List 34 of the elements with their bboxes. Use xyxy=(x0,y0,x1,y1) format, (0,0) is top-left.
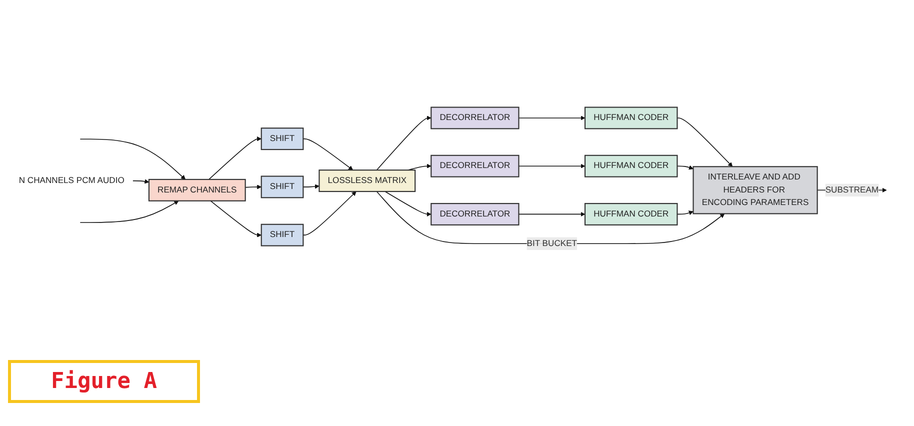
arrow xyxy=(518,116,586,121)
node-box: SHIFT xyxy=(260,128,304,150)
arrow xyxy=(676,118,733,168)
arrow xyxy=(244,184,262,190)
node-box: LOSSLESS MATRIX xyxy=(318,170,416,192)
arrow xyxy=(376,191,725,244)
arrow xyxy=(376,116,432,171)
arrow xyxy=(132,179,150,184)
arrow xyxy=(302,184,320,190)
node-box: DECORRELATOR xyxy=(430,155,520,178)
node-box: HUFFMAN CODER xyxy=(584,107,678,130)
node-box: SHIFT xyxy=(260,176,304,199)
figure-title: Figure A xyxy=(8,360,200,403)
arrow xyxy=(302,138,354,171)
arrow xyxy=(80,200,179,224)
arrow xyxy=(210,200,262,238)
arrow xyxy=(80,139,186,180)
arrow xyxy=(208,136,262,180)
arrow xyxy=(676,210,694,216)
edge-label: BIT BUCKET xyxy=(526,239,578,248)
arrow xyxy=(302,192,356,236)
arrow xyxy=(518,212,586,217)
arrow xyxy=(384,191,432,217)
node-text: N CHANNELS PCM AUDIO xyxy=(18,176,124,186)
node-box: REMAP CHANNELS xyxy=(148,179,246,202)
edge-label: SUBSTREAM xyxy=(825,186,879,195)
node-box: HUFFMAN CODER xyxy=(584,203,678,226)
node-box: HUFFMAN CODER xyxy=(584,155,678,178)
arrow xyxy=(518,164,586,169)
node-box: SHIFT xyxy=(260,224,304,247)
node-box: DECORRELATOR xyxy=(430,107,520,130)
arrow xyxy=(676,166,694,170)
node-box: INTERLEAVE AND ADD HEADERS FOR ENCODING PARAMETERS xyxy=(692,166,818,215)
node-box: DECORRELATOR xyxy=(430,203,520,226)
